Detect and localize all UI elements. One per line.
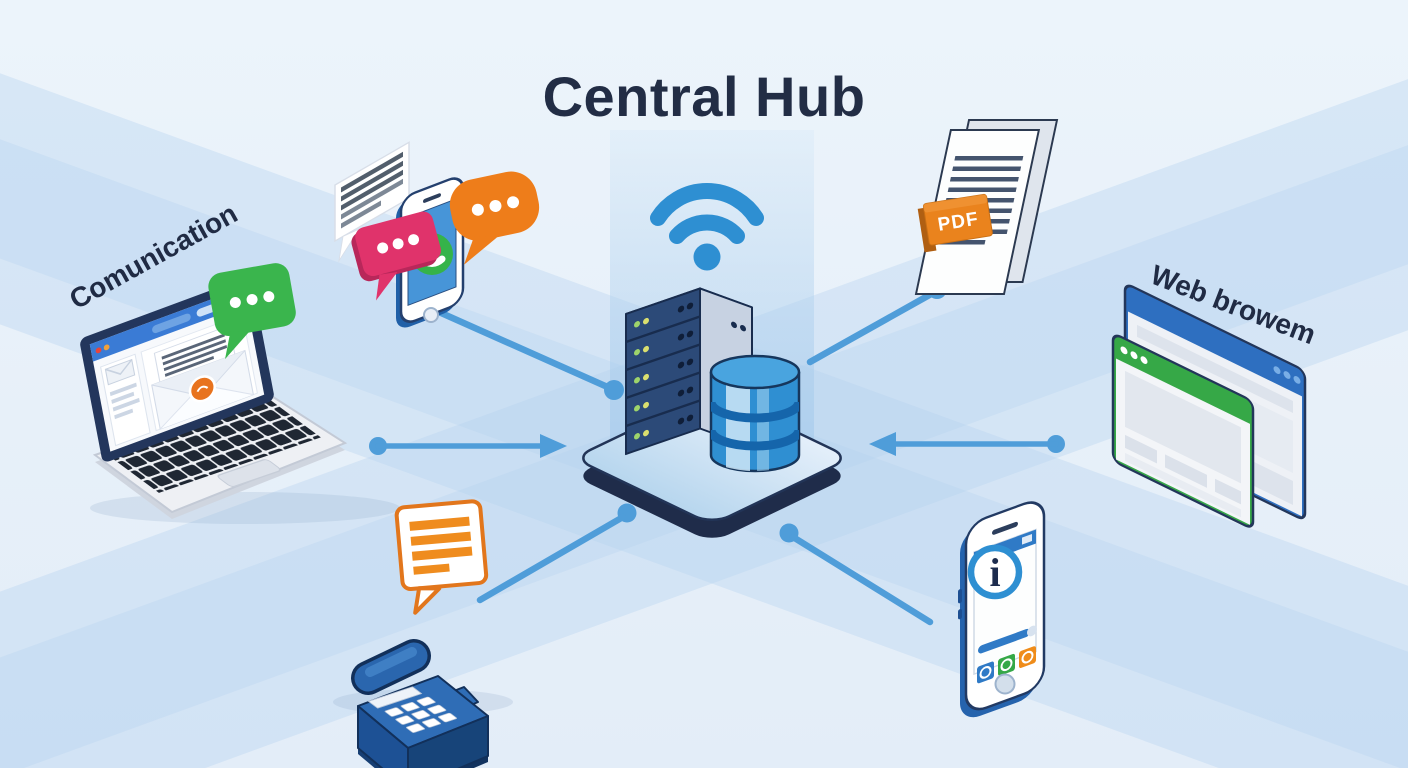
- browser-window-front: [1111, 334, 1255, 528]
- arrowhead-icon: [869, 432, 896, 456]
- phone-display: [367, 686, 423, 709]
- chat-phone-illustration: [334, 141, 540, 328]
- speaker-slot: [992, 521, 1018, 535]
- side-button: [958, 589, 962, 604]
- connector-bottom-left: [476, 503, 637, 604]
- home-button: [423, 307, 439, 323]
- connector-left-arrow: [369, 434, 567, 458]
- info-phone-illustration: i: [958, 501, 1046, 718]
- trackpad: [217, 459, 281, 487]
- database-icon: [709, 354, 801, 473]
- progress-bar: [978, 625, 1037, 654]
- arrowhead-icon: [540, 434, 567, 458]
- window-dots: [1273, 366, 1301, 384]
- notification-badge: [188, 375, 217, 403]
- page-title: Central Hub: [542, 65, 866, 128]
- connector-right-arrow: [869, 432, 1065, 456]
- orange-chat-bubble-icon: [449, 171, 540, 265]
- home-button: [994, 673, 1016, 695]
- browser-illustration: [1111, 284, 1307, 528]
- central-hub-illustration: [560, 183, 880, 538]
- message-bubble-icon: [334, 141, 410, 263]
- wifi-icon: [650, 183, 764, 271]
- pdf-document-illustration: PDF: [914, 119, 1059, 295]
- app-grid-icons: [977, 646, 1036, 684]
- keypad: [367, 686, 457, 733]
- side-button: [958, 609, 962, 620]
- connector-bottom-right: [779, 523, 934, 626]
- pdf-badge: PDF: [917, 193, 993, 253]
- window-dots: [1120, 346, 1148, 365]
- desk-phone-icon: [351, 639, 489, 768]
- sidebar-panel: [100, 353, 151, 447]
- connector-top-left: [426, 304, 624, 400]
- desk-phone-handset: [351, 639, 431, 695]
- laptop-illustration: [80, 263, 400, 524]
- info-glyph: i: [989, 550, 1000, 595]
- info-icon: i: [967, 544, 1023, 600]
- desk-phone-illustration: [333, 499, 513, 768]
- pink-chat-bubble-icon: [351, 211, 441, 301]
- orange-message-bubble-icon: [394, 499, 489, 615]
